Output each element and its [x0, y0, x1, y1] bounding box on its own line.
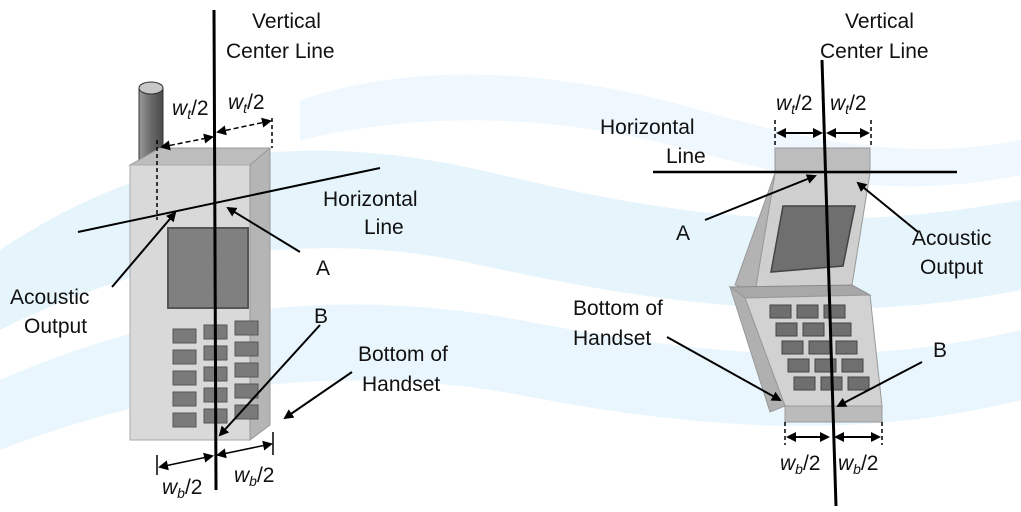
right-wb-left-label: wb/2: [780, 452, 820, 477]
left-vertical-label-2: Center Line: [226, 40, 335, 63]
left-wb-left-label: wb/2: [162, 476, 202, 501]
right-wt-right-label: wt/2: [830, 92, 867, 117]
left-bottom-label-2: Handset: [362, 373, 440, 396]
left-acoustic-label-1: Acoustic: [10, 286, 89, 309]
left-horizontal-label-2: Line: [364, 216, 404, 239]
right-vertical-label-2: Center Line: [820, 40, 929, 63]
right-point-a: A: [676, 222, 690, 245]
left-wt-right-label: wt/2: [228, 91, 265, 116]
right-vertical-label-1: Vertical: [845, 10, 914, 33]
phone-screen: [167, 227, 249, 309]
left-point-a: A: [316, 257, 330, 280]
right-horizontal-label-1: Horizontal: [600, 116, 695, 139]
right-point-b: B: [933, 339, 947, 362]
left-wb-right-label: wb/2: [234, 464, 274, 489]
flip-keypad: [769, 304, 870, 391]
flip-screen: [770, 205, 856, 273]
right-pointer-acoustic: [856, 181, 919, 233]
right-pointer-b: [836, 361, 923, 407]
right-pointer-a: [704, 174, 817, 221]
left-vertical-label-1: Vertical: [252, 10, 321, 33]
right-acoustic-label-1: Acoustic: [912, 227, 991, 250]
right-horizontal-label-2: Line: [666, 145, 706, 168]
left-acoustic-label-2: Output: [24, 315, 87, 338]
right-lines: [653, 59, 957, 507]
left-horizontal-line: [77, 167, 381, 233]
pointer-b: [218, 324, 321, 437]
left-bottom-label-1: Bottom of: [358, 343, 448, 366]
left-candybar-phone: [128, 81, 272, 441]
right-flip-phone: [728, 147, 883, 423]
pointer-acoustic: [111, 211, 177, 288]
keypad: [172, 320, 259, 428]
left-lines: [77, 9, 381, 491]
right-wb-right-label: wb/2: [838, 452, 878, 477]
left-wt-left-label: wt/2: [172, 97, 209, 122]
right-bottom-label-1: Bottom of: [573, 297, 663, 320]
pointer-bottom: [283, 371, 353, 420]
right-vertical-center-line: [820, 59, 838, 507]
right-wt-left-label: wt/2: [776, 92, 813, 117]
left-horizontal-label-1: Horizontal: [323, 188, 418, 211]
right-pointer-bottom: [666, 336, 782, 401]
left-vertical-center-line: [212, 9, 218, 491]
right-bottom-label-2: Handset: [573, 327, 651, 350]
pointer-a: [226, 206, 301, 253]
right-acoustic-label-2: Output: [920, 256, 983, 279]
left-point-b: B: [314, 305, 328, 328]
left-labels: Vertical Center Line Horizontal Line A B…: [10, 10, 448, 501]
right-labels: Vertical Center Line Horizontal Line A A…: [573, 10, 991, 477]
